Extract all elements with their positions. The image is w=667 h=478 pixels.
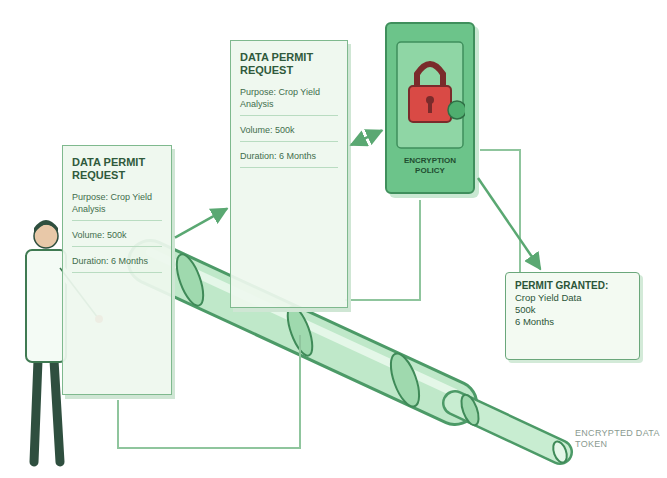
flow-arrow: [478, 178, 540, 269]
node-field: Crop Yield Data: [515, 292, 630, 304]
node-field: Volume: 500k: [240, 125, 338, 142]
keyhole: [428, 102, 432, 113]
permit-request-doc: DATA PERMIT REQUEST Purpose: Crop Yield A…: [230, 40, 348, 308]
node-field: Volume: 500k: [72, 230, 162, 247]
node-heading: ENCRYPTION POLICY: [393, 156, 467, 175]
padlock-shackle: [417, 64, 443, 88]
padlock-body: [409, 86, 451, 122]
node-field: Purpose: Crop Yield Analysis: [240, 87, 338, 116]
node-field: Duration: 6 Months: [240, 151, 338, 168]
status-badge: [448, 101, 465, 119]
card-panel: [397, 42, 463, 148]
node-field: 500k: [515, 304, 630, 316]
padlock-icon: [395, 40, 465, 150]
node-field: Duration: 6 Months: [72, 256, 162, 273]
permit-request-doc: DATA PERMIT REQUEST Purpose: Crop Yield A…: [62, 145, 172, 395]
node-heading: DATA PERMIT REQUEST: [72, 156, 162, 182]
node-heading: DATA PERMIT REQUEST: [240, 51, 338, 77]
node-field: Purpose: Crop Yield Analysis: [72, 192, 162, 221]
node-field: 6 Months: [515, 316, 630, 328]
node-heading: PERMIT GRANTED:: [515, 280, 630, 292]
permit-granted-bubble: PERMIT GRANTED:Crop Yield Data500k6 Mont…: [505, 272, 640, 360]
flow-arrow: [351, 130, 382, 145]
encryption-policy-card: ENCRYPTION POLICY: [385, 22, 475, 194]
pipe-label: ENCRYPTED DATA TOKEN: [575, 428, 665, 450]
flow-arrow: [175, 209, 227, 238]
